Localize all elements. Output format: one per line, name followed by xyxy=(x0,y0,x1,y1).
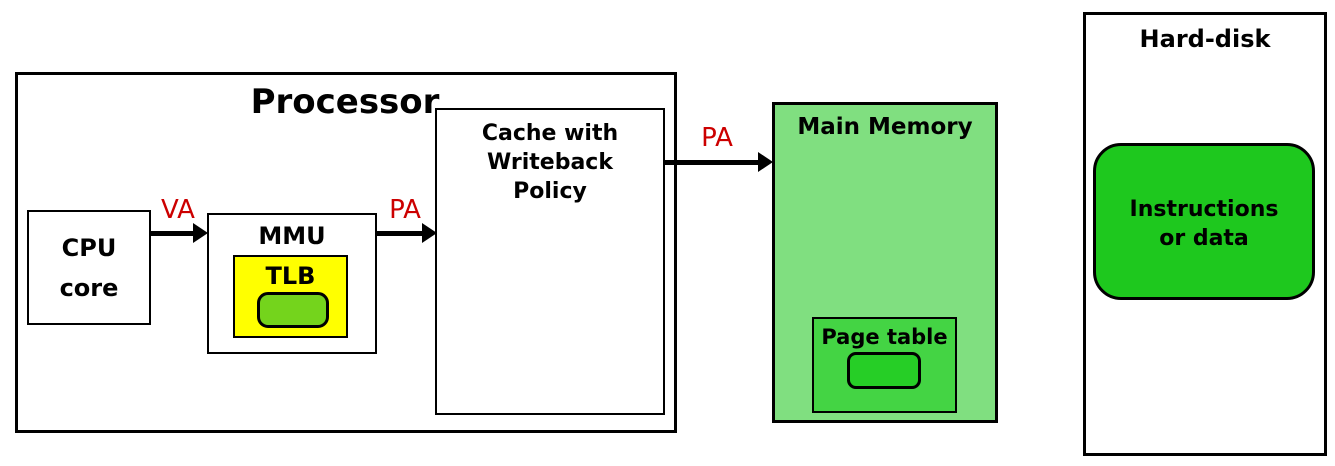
va-bus-label: VA xyxy=(161,195,195,225)
cpu-core-label-line1: CPU xyxy=(61,233,117,262)
mmu-label: MMU xyxy=(258,222,326,250)
instructions-or-data-rect: Instructions or data xyxy=(1093,143,1315,300)
va-arrow-line xyxy=(151,230,193,236)
va-arrow-head xyxy=(193,223,208,243)
page-table-label: Page table xyxy=(821,325,948,349)
pa-cache-to-memory-label: PA xyxy=(701,123,733,153)
pa1-arrow-line xyxy=(375,230,422,236)
pa2-arrow-head xyxy=(758,152,773,172)
main-memory-title: Main Memory xyxy=(797,114,973,140)
va-bus-arrow xyxy=(151,223,208,243)
tlb-entry-rect xyxy=(257,292,329,328)
pa2-arrow-line xyxy=(664,159,758,165)
cache-label: Cache with Writeback Policy xyxy=(437,110,663,206)
pa-cache-to-memory-arrow xyxy=(664,152,773,172)
cache-label-line1: Cache with xyxy=(481,121,619,146)
cpu-core-label-line2: core xyxy=(59,273,119,302)
pa1-arrow-head xyxy=(422,223,437,243)
pa-mmu-to-cache-arrow xyxy=(375,223,437,243)
page-table-entry-rect xyxy=(847,352,921,389)
cache-label-line3: Policy xyxy=(513,179,587,204)
processor-title: Processor xyxy=(250,82,440,122)
instructions-label-line2: or data xyxy=(1159,226,1249,251)
cache-label-line2: Writeback xyxy=(487,150,613,175)
instructions-label-line1: Instructions xyxy=(1129,197,1279,222)
page-table-box: Page table xyxy=(812,317,957,413)
tlb-label: TLB xyxy=(265,262,316,290)
cache-box: Cache with Writeback Policy xyxy=(435,108,665,415)
pa-mmu-to-cache-label: PA xyxy=(389,195,421,225)
hard-disk-title: Hard-disk xyxy=(1139,25,1271,53)
cpu-core-box: CPU core xyxy=(27,210,151,325)
main-memory-box: Main Memory xyxy=(772,102,998,423)
